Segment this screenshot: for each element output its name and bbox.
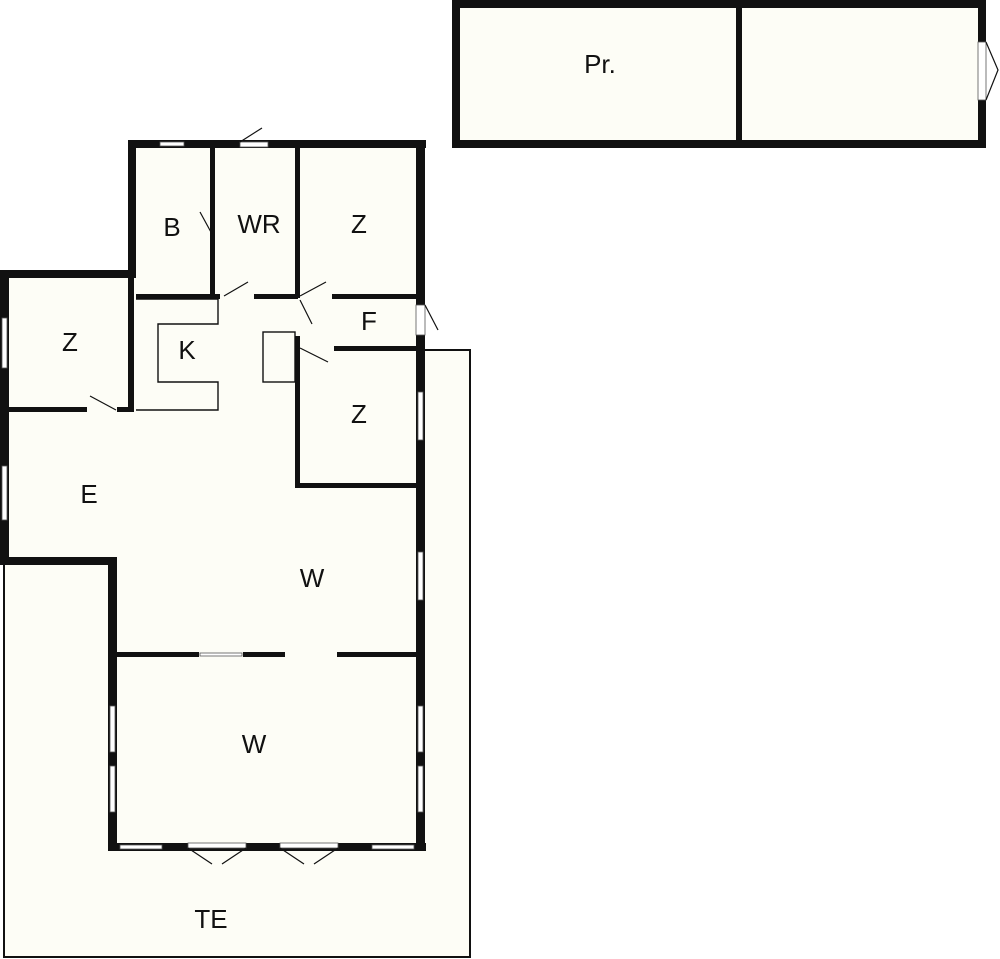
room-labels: Pr. Z Z Z B WR F K E W W TE bbox=[62, 49, 616, 934]
room-label-bathroom: B bbox=[163, 212, 180, 242]
window bbox=[109, 765, 116, 813]
storage-building bbox=[452, 0, 999, 148]
room-label-storage: Pr. bbox=[584, 49, 616, 79]
window bbox=[199, 652, 243, 657]
room-label-living: W bbox=[242, 729, 267, 759]
room-label-dining: E bbox=[80, 479, 97, 509]
window bbox=[1, 465, 8, 521]
room-label-bedroom: Z bbox=[351, 399, 367, 429]
room-label-bedroom: Z bbox=[62, 327, 78, 357]
kitchen-counters bbox=[136, 298, 296, 411]
house-floor bbox=[4, 143, 422, 848]
room-label-kitchen: K bbox=[178, 335, 196, 365]
window bbox=[417, 391, 424, 441]
exterior-walls bbox=[0, 140, 426, 851]
windows bbox=[1, 141, 424, 850]
window bbox=[119, 844, 163, 850]
window bbox=[417, 705, 424, 753]
room-label-bedroom: Z bbox=[351, 209, 367, 239]
room-label-terrace: TE bbox=[194, 904, 227, 934]
window bbox=[1, 317, 8, 369]
window bbox=[109, 705, 116, 753]
storage-door bbox=[977, 41, 987, 101]
room-label-living: W bbox=[300, 563, 325, 593]
window bbox=[371, 844, 415, 850]
window bbox=[159, 141, 185, 147]
doors bbox=[89, 127, 439, 865]
window bbox=[417, 551, 424, 601]
interior-walls bbox=[9, 148, 418, 657]
room-label-wc: WR bbox=[237, 209, 280, 239]
room-label-foyer: F bbox=[361, 306, 377, 336]
window bbox=[417, 765, 424, 813]
